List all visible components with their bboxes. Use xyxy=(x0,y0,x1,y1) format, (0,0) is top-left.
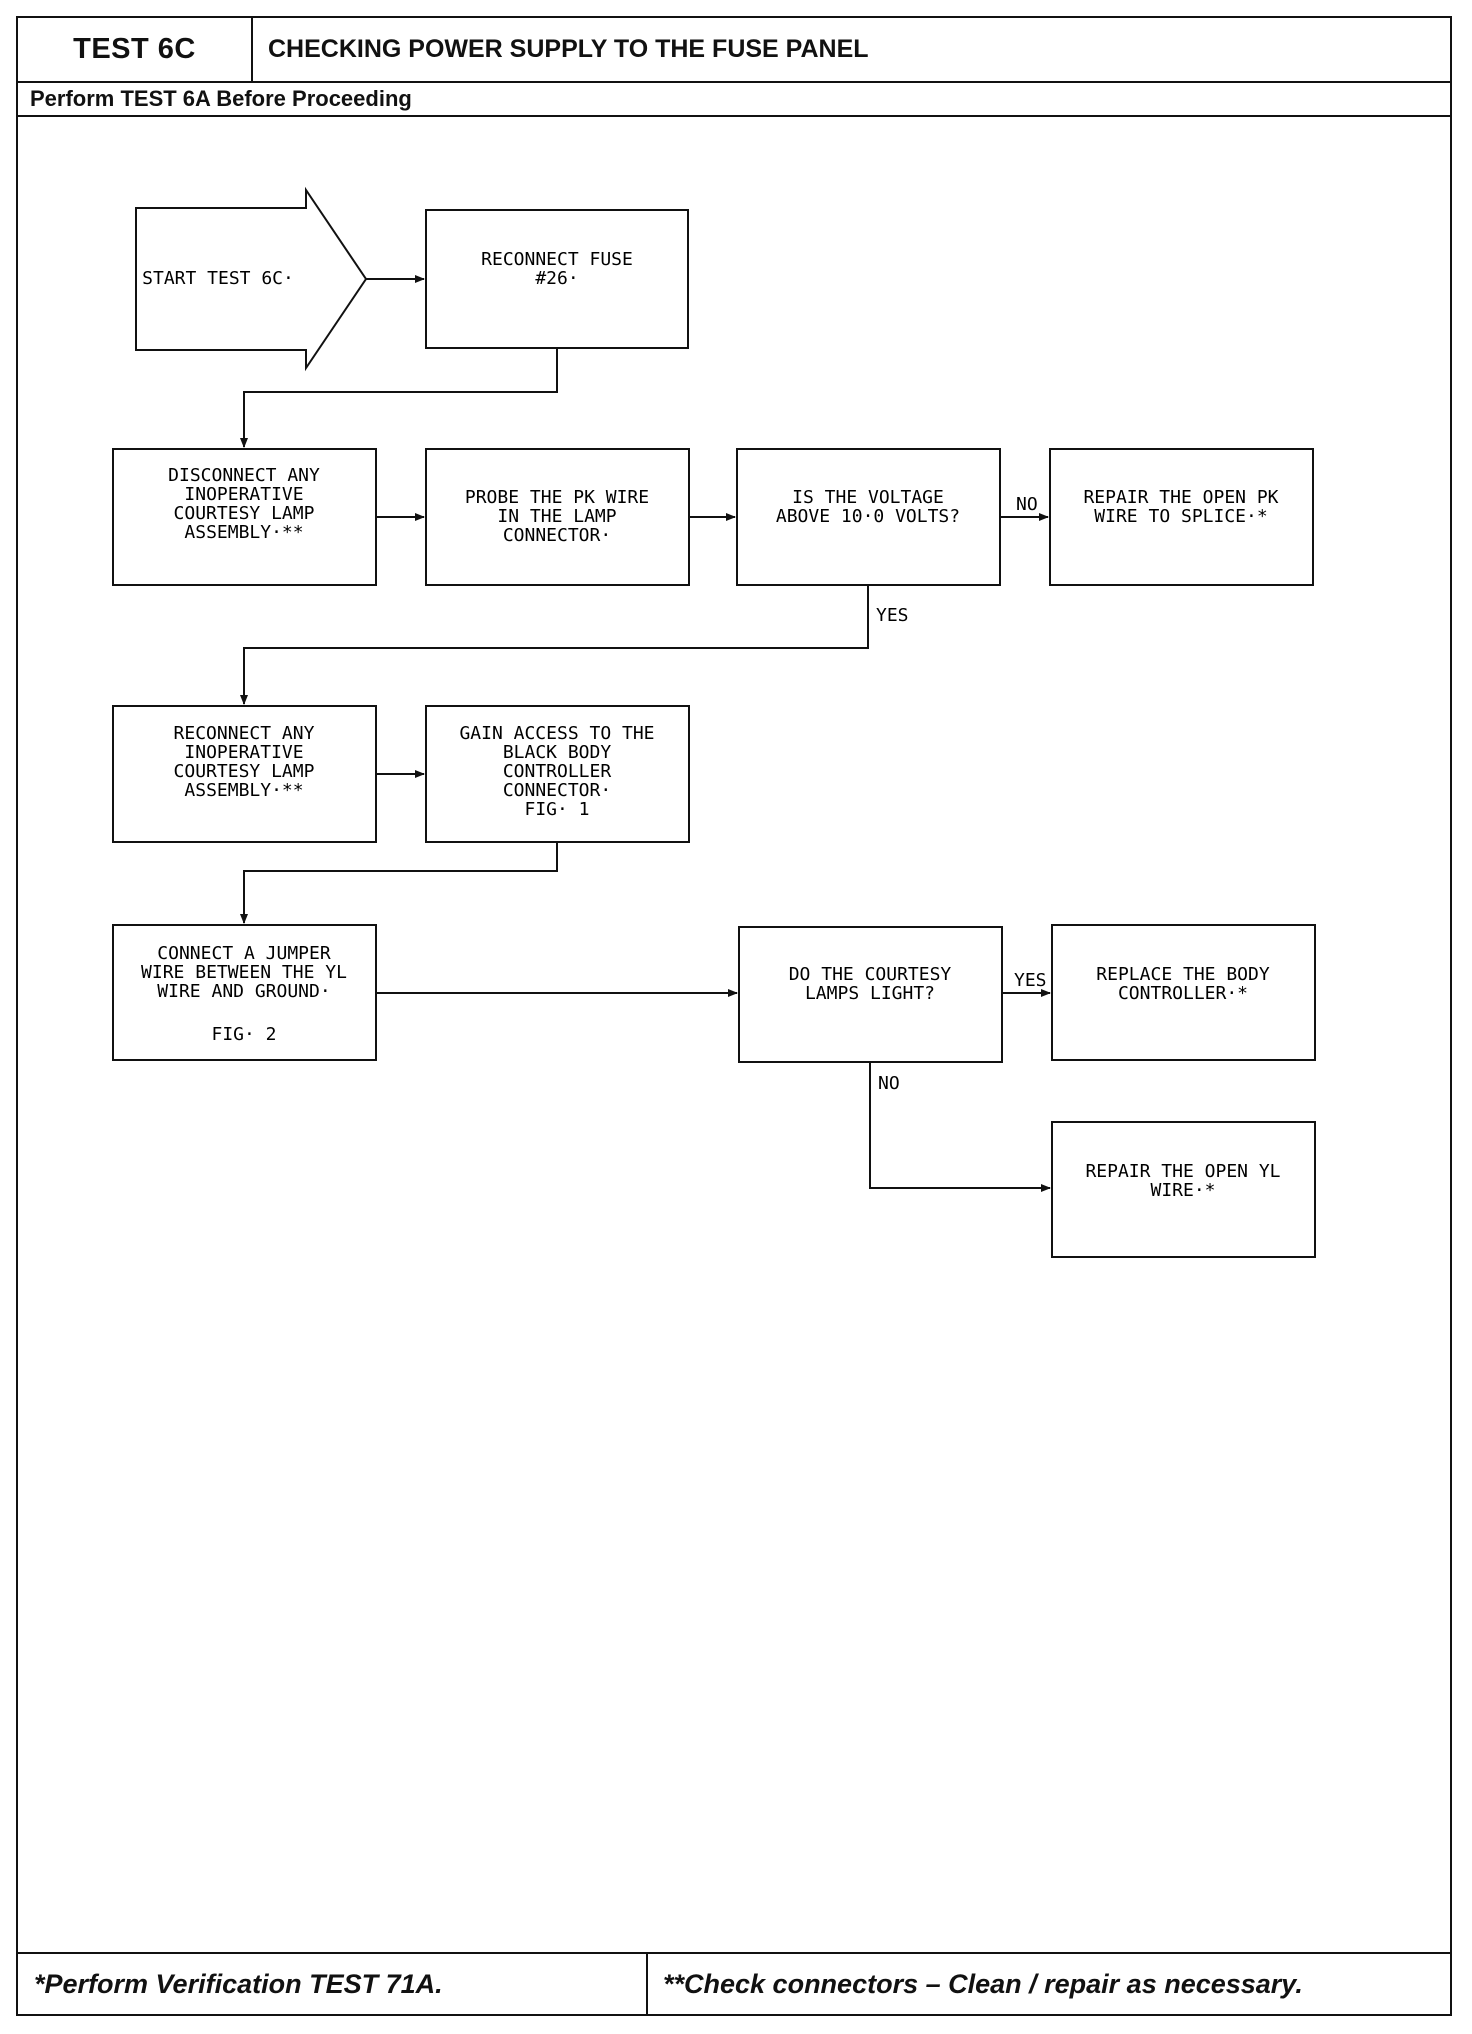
jumper-line2: WIRE BETWEEN THE YL xyxy=(141,962,347,983)
connectors xyxy=(240,275,1051,1192)
voltage-line2: ABOVE 10·0 VOLTS? xyxy=(776,506,960,527)
probe-line3: CONNECTOR· xyxy=(503,525,611,546)
test-id: TEST 6C xyxy=(18,18,253,81)
jumper-line5: FIG· 2 xyxy=(211,1024,276,1045)
gain-access-line2: BLACK BODY xyxy=(503,742,612,763)
footnote-double-star: **Check connectors – Clean / repair as n… xyxy=(663,1968,1303,1999)
disconnect-line2: INOPERATIVE xyxy=(184,484,303,505)
replace-line2: CONTROLLER·* xyxy=(1118,983,1248,1004)
start-node: START TEST 6C· xyxy=(135,186,368,372)
reconnect-fuse-line1: RECONNECT FUSE xyxy=(481,249,633,270)
reconnect-fuse-box: RECONNECT FUSE #26· xyxy=(425,209,689,349)
conn-lamps-repair xyxy=(869,1062,1051,1192)
reconnect-lamp-box: RECONNECT ANY INOPERATIVE COURTESY LAMP … xyxy=(112,705,377,843)
reconnect-lamp-line3: COURTESY LAMP xyxy=(174,761,315,782)
gain-access-line3: CONTROLLER xyxy=(503,761,612,782)
repair-yl-line1: REPAIR THE OPEN YL xyxy=(1085,1161,1280,1182)
repair-pk-line1: REPAIR THE OPEN PK xyxy=(1083,487,1278,508)
reconnect-lamp-line4: ASSEMBLY·** xyxy=(184,780,303,801)
label-voltage-yes: YES xyxy=(876,605,909,626)
repair-pk-line2: WIRE TO SPLICE·* xyxy=(1094,506,1267,527)
replace-line1: REPLACE THE BODY xyxy=(1096,964,1270,985)
reconnect-lamp-line2: INOPERATIVE xyxy=(184,742,303,763)
lamps-light-box: DO THE COURTESY LAMPS LIGHT? xyxy=(738,926,1003,1063)
disconnect-line4: ASSEMBLY·** xyxy=(184,522,303,543)
conn-fuse-disconnect xyxy=(240,348,558,448)
prerequisite-note: Perform TEST 6A Before Proceeding xyxy=(18,83,1450,117)
repair-yl-box: REPAIR THE OPEN YL WIRE·* xyxy=(1051,1121,1316,1258)
jumper-line3: WIRE AND GROUND· xyxy=(157,981,330,1002)
jumper-line1: CONNECT A JUMPER xyxy=(157,943,331,964)
replace-controller-box: REPLACE THE BODY CONTROLLER·* xyxy=(1051,924,1316,1061)
probe-line2: IN THE LAMP xyxy=(497,506,616,527)
gain-access-line1: GAIN ACCESS TO THE xyxy=(459,723,654,744)
gain-access-box: GAIN ACCESS TO THE BLACK BODY CONTROLLER… xyxy=(425,705,690,843)
start-label: START TEST 6C· xyxy=(142,268,294,289)
header-row: TEST 6C CHECKING POWER SUPPLY TO THE FUS… xyxy=(18,18,1450,83)
conn-gain-jumper xyxy=(240,842,558,924)
voltage-line1: IS THE VOLTAGE xyxy=(792,487,944,508)
test-page: TEST 6C CHECKING POWER SUPPLY TO THE FUS… xyxy=(16,16,1452,2016)
conn-voltage-reconnect xyxy=(240,585,869,705)
voltage-check-box: IS THE VOLTAGE ABOVE 10·0 VOLTS? xyxy=(736,448,1001,586)
test-title: CHECKING POWER SUPPLY TO THE FUSE PANEL xyxy=(268,35,869,63)
flowchart: START TEST 6C· RECONNECT FUSE #26· DISCO… xyxy=(112,186,1316,1258)
probe-line1: PROBE THE PK WIRE xyxy=(465,487,649,508)
connect-jumper-box: CONNECT A JUMPER WIRE BETWEEN THE YL WIR… xyxy=(112,924,377,1061)
repair-yl-line2: WIRE·* xyxy=(1150,1180,1215,1201)
reconnect-fuse-line2: #26· xyxy=(535,268,578,289)
repair-pk-box: REPAIR THE OPEN PK WIRE TO SPLICE·* xyxy=(1049,448,1314,586)
lamps-line2: LAMPS LIGHT? xyxy=(805,983,935,1004)
disconnect-line3: COURTESY LAMP xyxy=(174,503,315,524)
disconnect-lamp-box: DISCONNECT ANY INOPERATIVE COURTESY LAMP… xyxy=(112,448,377,586)
footnote-single-star: *Perform Verification TEST 71A. xyxy=(18,1954,648,2014)
gain-access-line5: FIG· 1 xyxy=(524,799,589,820)
label-voltage-no: NO xyxy=(1016,494,1038,515)
lamps-line1: DO THE COURTESY xyxy=(789,964,952,985)
reconnect-lamp-line1: RECONNECT ANY xyxy=(174,723,315,744)
footer: *Perform Verification TEST 71A. **Check … xyxy=(18,1952,1450,2014)
label-lamps-yes: YES xyxy=(1014,970,1047,991)
label-lamps-no: NO xyxy=(878,1073,900,1094)
probe-pk-box: PROBE THE PK WIRE IN THE LAMP CONNECTOR· xyxy=(425,448,690,586)
gain-access-line4: CONNECTOR· xyxy=(503,780,611,801)
disconnect-line1: DISCONNECT ANY xyxy=(168,465,320,486)
